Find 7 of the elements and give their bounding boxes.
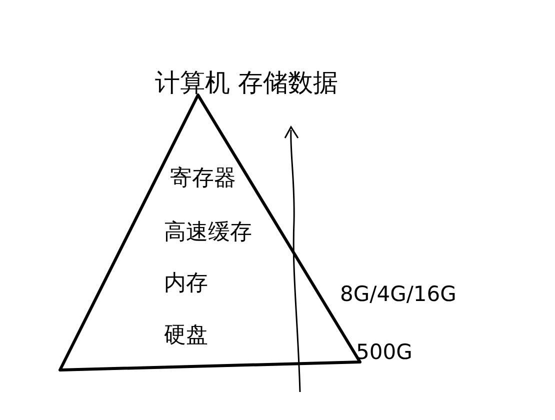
capacity-label: 500G	[356, 342, 412, 363]
layer-label: 硬盘	[164, 325, 208, 347]
layer-label: 高速缓存	[164, 222, 252, 244]
diagram-title: 计算机 存储数据	[155, 70, 338, 95]
layer-label: 寄存器	[170, 168, 236, 190]
capacity-label: 8G/4G/16G	[340, 284, 456, 305]
layer-label: 内存	[164, 273, 208, 295]
